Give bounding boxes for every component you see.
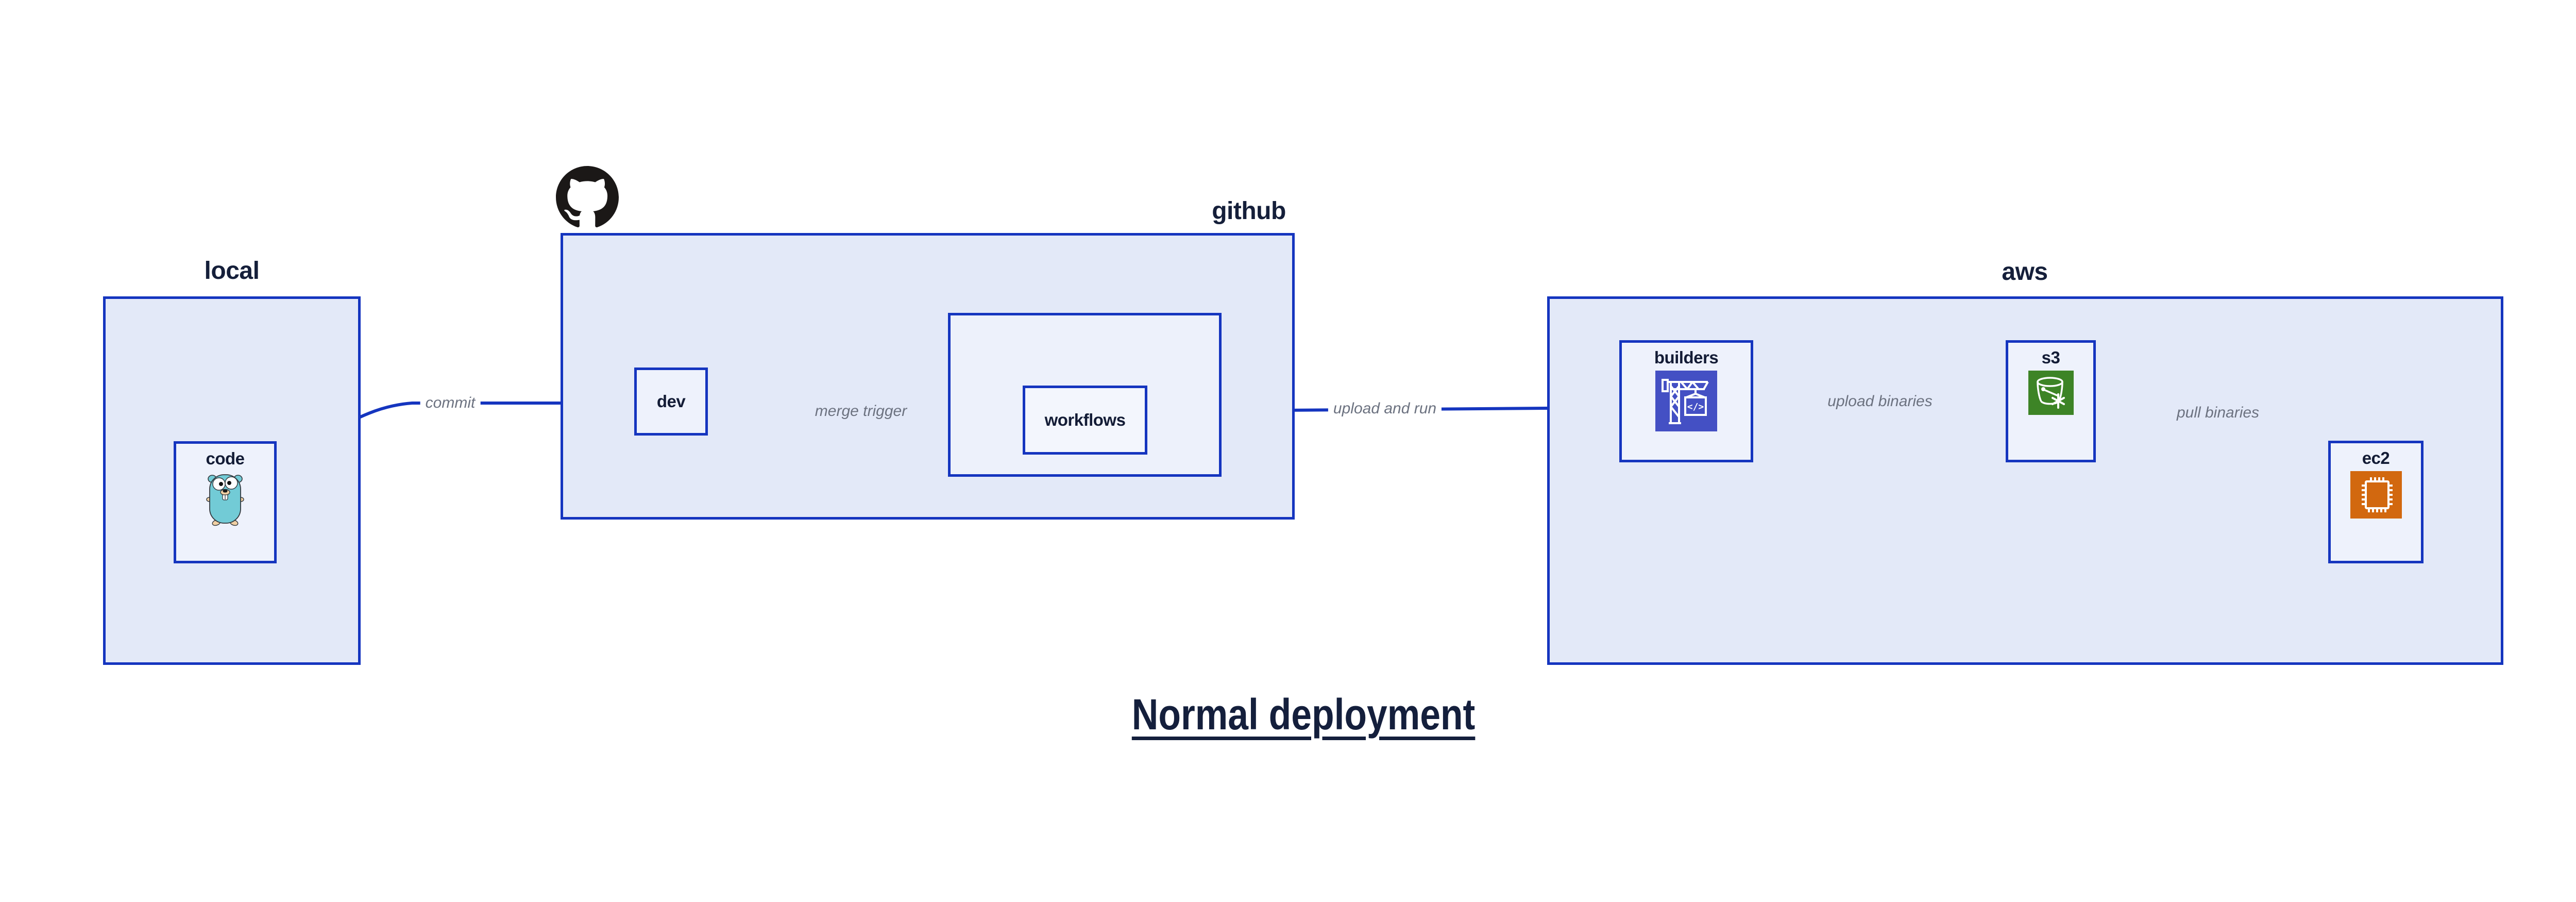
node-ec2: ec2 — [2328, 441, 2424, 563]
ec2-chip-icon — [2350, 471, 2402, 519]
group-label-aws: aws — [2002, 258, 2048, 286]
node-dev: dev — [634, 368, 708, 436]
group-label-github: github — [1212, 197, 1286, 225]
edge-label-merge-trigger: merge trigger — [809, 403, 912, 420]
codebuild-crane-icon: </> — [1655, 371, 1717, 431]
group-label-local: local — [204, 257, 260, 285]
node-dev-label: dev — [656, 392, 686, 411]
edge-label-upload-and-run: upload and run — [1328, 400, 1442, 417]
node-workflows: workflows — [1023, 386, 1147, 455]
node-workflows-label: workflows — [1044, 410, 1126, 429]
edge-label-pull-binaries: pull binaries — [2171, 404, 2265, 422]
node-s3: s3 — [2006, 340, 2096, 462]
edge-label-commit: commit — [420, 394, 481, 412]
edge-label-upload-binaries: upload binaries — [1822, 393, 1938, 410]
node-code-label: code — [206, 449, 245, 468]
s3-glacier-bucket-icon — [2028, 371, 2074, 415]
node-builders-label: builders — [1654, 348, 1719, 367]
node-s3-label: s3 — [2041, 348, 2060, 367]
diagram-title: Normal deployment — [788, 690, 1819, 740]
codebuild-code-glyph: </> — [1687, 402, 1704, 412]
node-builders: builders — [1619, 340, 1753, 462]
go-gopher-icon — [206, 472, 244, 526]
diagram-title-text: Normal deployment — [1131, 690, 1476, 739]
github-octocat-icon — [556, 166, 619, 229]
node-code: code — [174, 441, 277, 563]
node-ec2-label: ec2 — [2362, 448, 2390, 467]
